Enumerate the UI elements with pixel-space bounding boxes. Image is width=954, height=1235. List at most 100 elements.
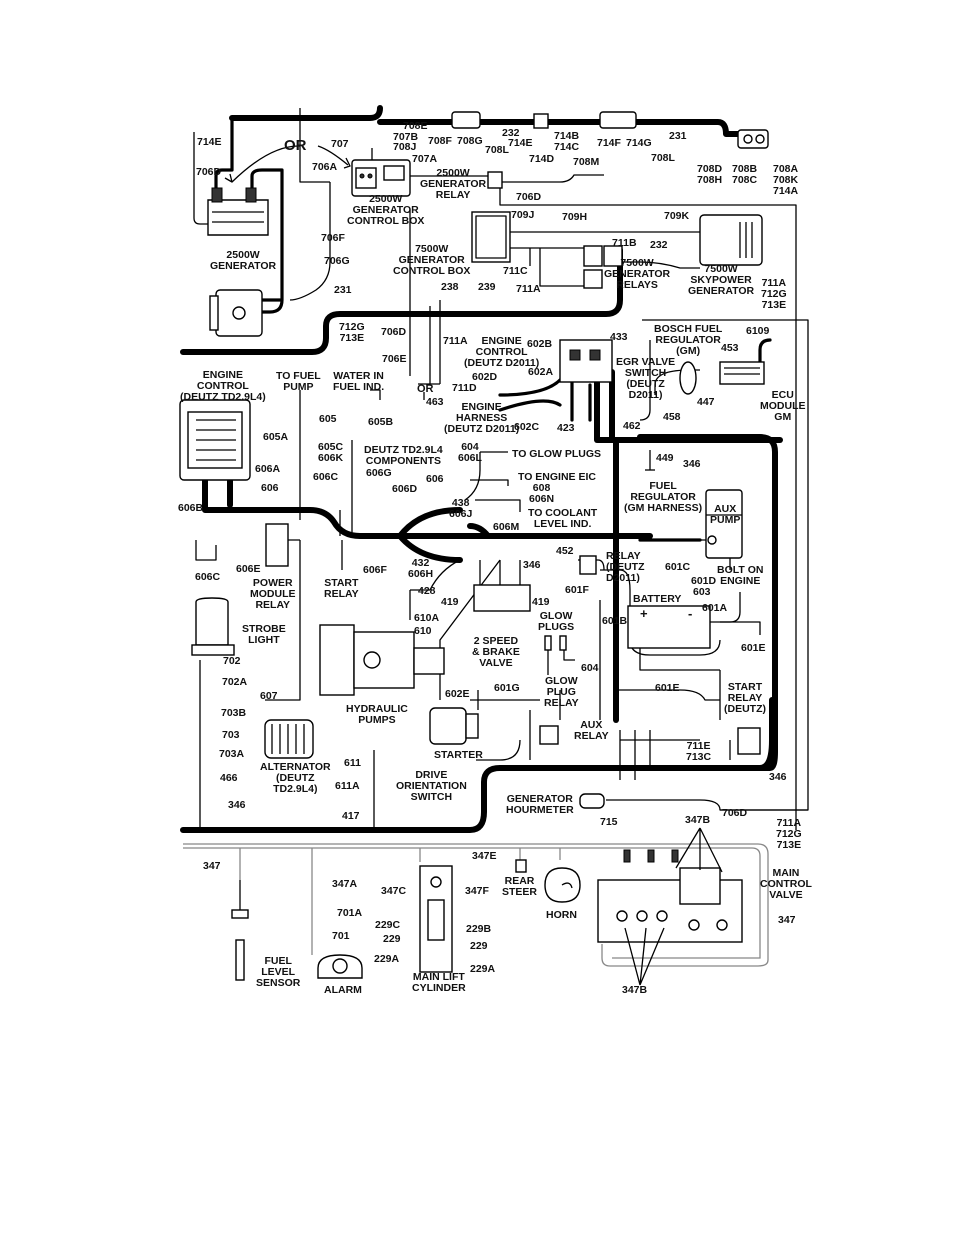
start-relay-deutz-part — [737, 727, 761, 755]
wire-601G: 601G — [494, 682, 520, 694]
engine-control-td — [179, 399, 251, 481]
or-arrowheads — [224, 157, 351, 183]
label-battery-minus: - — [688, 606, 693, 621]
wire-602A: 602A — [528, 366, 554, 378]
wire-608: 608 606N — [529, 482, 555, 505]
wire-711E: 711E 713C — [686, 740, 712, 763]
label-skypower: 7500W SKYPOWER GENERATOR — [688, 263, 755, 297]
label-hydraulic: HYDRAULIC PUMPS — [346, 703, 408, 726]
wire-703: 703 — [222, 729, 240, 741]
two-speed-valve — [473, 584, 531, 612]
main-lift-cylinder — [419, 865, 453, 973]
wire-708M: 708M — [573, 156, 600, 168]
wire-601B: 601B — [602, 615, 628, 627]
wire-708J: 708J — [393, 141, 417, 153]
label-ctrl-7500: 7500W GENERATOR CONTROL BOX — [393, 243, 471, 277]
label-strobe: STROBE LIGHT — [242, 623, 286, 646]
wire-428: 428 — [418, 585, 436, 597]
wire-701: 701 — [332, 930, 350, 942]
wire-433: 433 — [610, 331, 628, 343]
wire-602D: 602D — [472, 371, 498, 383]
wire-423: 423 — [557, 422, 575, 434]
label-power-module: POWER MODULE RELAY — [250, 577, 296, 611]
wire-708D: 708D 708H — [697, 163, 723, 186]
aux-pump — [705, 489, 743, 559]
arrow-347b-upper — [675, 827, 723, 873]
label-aux-relay: AUX RELAY — [574, 719, 609, 742]
label-main-lift: MAIN LIFT CYLINDER — [412, 971, 466, 994]
label-glow-plugs: GLOW PLUGS — [538, 610, 575, 633]
wire-453: 453 — [721, 342, 739, 354]
wire-708L-b: 708L — [651, 152, 675, 164]
wire-606E: 606E — [236, 563, 261, 575]
wire-606F: 606F — [363, 564, 387, 576]
wire-438: 438 606J — [449, 497, 473, 520]
label-alarm: ALARM — [324, 984, 362, 996]
wire-447: 447 — [697, 396, 715, 408]
control-box-2500w — [351, 159, 411, 197]
wire-706F: 706F — [321, 232, 345, 244]
starter — [429, 707, 479, 745]
wire-706D-top: 706D — [196, 166, 222, 178]
relay-d2011-part — [579, 555, 597, 575]
main-control-valve — [597, 849, 743, 943]
wire-714G: 714G — [626, 137, 652, 149]
thin-wires — [193, 108, 809, 830]
wire-711A-b: 711A — [443, 335, 468, 347]
label-battery: BATTERY — [633, 593, 682, 605]
wire-229C: 229C — [375, 919, 401, 931]
or-label-mid: OR — [417, 383, 434, 395]
label-horn: HORN — [546, 909, 577, 921]
wire-602C: 602C — [514, 421, 540, 433]
label-start-relay: START RELAY — [324, 577, 359, 600]
label-drive-orient: DRIVE ORIENTATION SWITCH — [396, 769, 467, 803]
label-start-relay-deutz: START RELAY (DEUTZ) — [724, 681, 766, 715]
wire-703A: 703A — [219, 748, 245, 760]
wire-601D: 601D — [691, 575, 717, 587]
label-ctrl-2500: 2500W GENERATOR CONTROL BOX — [347, 193, 425, 227]
wire-602B: 602B — [527, 338, 553, 350]
label-to-glow: TO GLOW PLUGS — [512, 448, 602, 460]
or-label-top: OR — [284, 137, 307, 154]
engine-control-d2011 — [559, 339, 613, 383]
wire-232-a: 232 — [502, 127, 520, 139]
wire-604-b: 604 — [581, 662, 599, 674]
wire-610A: 610A — [414, 612, 440, 624]
wire-238: 238 — [441, 281, 459, 293]
wire-714F: 714F — [597, 137, 621, 149]
wire-607: 607 — [260, 690, 278, 702]
label-glow-relay: GLOW PLUG RELAY — [544, 675, 579, 709]
wire-231-a: 231 — [669, 130, 687, 142]
ecu-module — [719, 361, 765, 385]
wire-466: 466 — [220, 772, 238, 784]
label-relay-2500: 2500W GENERATOR RELAY — [420, 167, 487, 201]
wire-419-a: 419 — [441, 596, 459, 608]
wire-712G-grp: 712G 713E — [339, 321, 365, 344]
label-aux-pump: AUX PUMP — [710, 503, 741, 526]
wire-229A-b: 229A — [470, 963, 496, 975]
wire-714E-b: 714E — [508, 137, 533, 149]
label-alternator: ALTERNATOR (DEUTZ TD2.9L4) — [260, 761, 331, 795]
wire-611: 611 — [344, 757, 361, 769]
wire-606C-a: 606C — [313, 471, 339, 483]
wire-346-a: 346 — [683, 458, 701, 470]
wire-702: 702 — [223, 655, 241, 667]
wire-708L-a: 708L — [485, 144, 509, 156]
wire-706E: 706E — [382, 353, 407, 365]
rear-steer-part — [515, 859, 527, 873]
wire-707A: 707A — [412, 153, 438, 165]
strobe-light — [191, 597, 235, 656]
wire-462: 462 — [623, 420, 641, 432]
wire-702A: 702A — [222, 676, 248, 688]
wire-601E-b: 601E — [655, 682, 680, 694]
label-water-fuel: WATER IN FUEL IND. — [333, 370, 385, 393]
or-arrow-left — [231, 145, 301, 183]
label-egr: EGR VALVE SWITCH (DEUTZ D2011) — [616, 356, 676, 401]
wire-611A: 611A — [335, 780, 360, 792]
control-box-7500w — [471, 211, 511, 263]
wire-708F: 708F — [428, 135, 452, 147]
wire-606: 606 — [426, 473, 444, 485]
wire-706D-b: 706D — [516, 191, 542, 203]
skypower-generator — [699, 214, 763, 266]
